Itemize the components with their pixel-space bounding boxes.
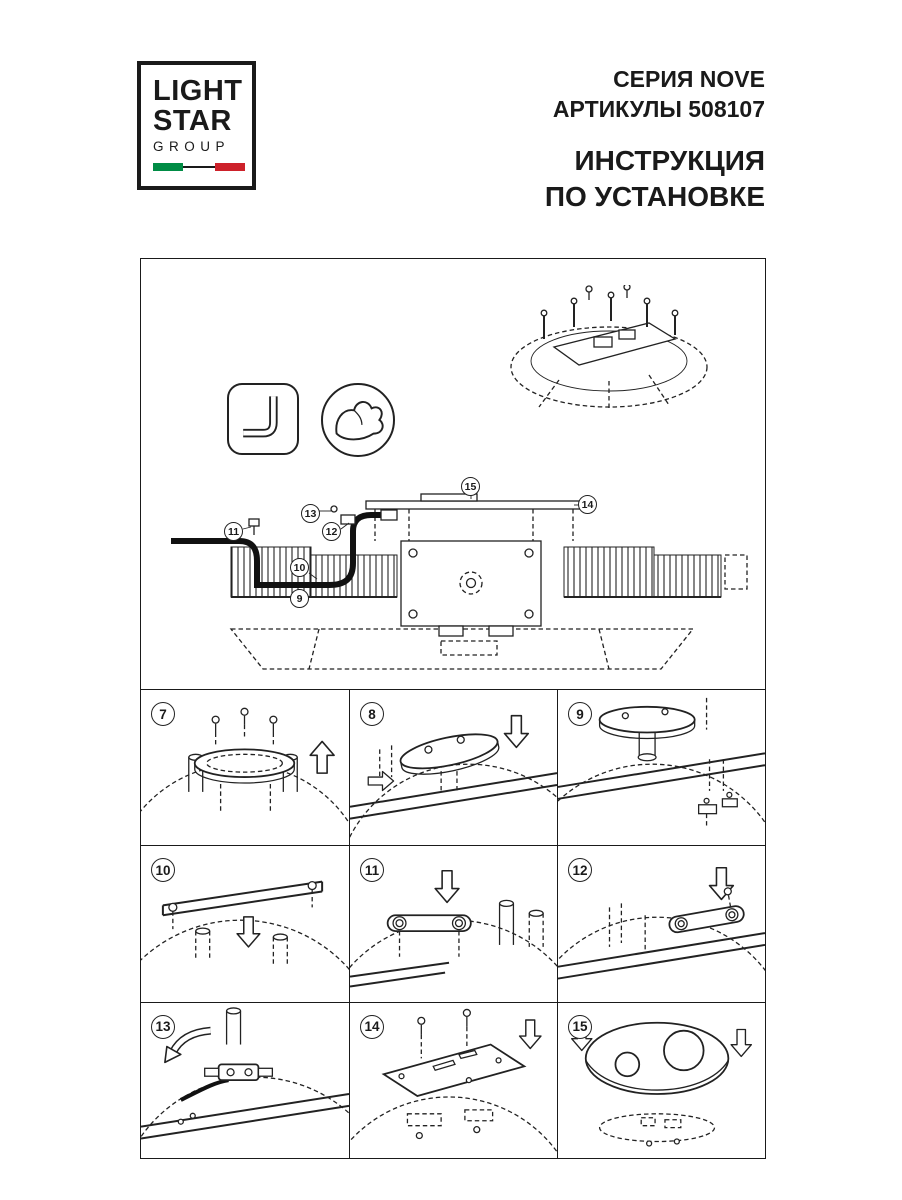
lightstar-logo: LIGHT STAR GROUP	[137, 61, 256, 190]
step-illustration-9	[558, 697, 765, 829]
logo-line-light: LIGHT	[153, 75, 243, 107]
title-line-2: ПО УСТАНОВКЕ	[544, 180, 765, 212]
step-illustration-14	[350, 1008, 557, 1153]
step-number-badge: 10	[151, 858, 175, 883]
title-line-1: ИНСТРУКЦИЯ	[574, 144, 766, 176]
callout-10: 10	[290, 558, 309, 577]
flag-middle-line	[183, 166, 215, 169]
document-header: СЕРИЯ NOVE АРТИКУЛЫ 508107 ИНСТРУКЦИЯ ПО…	[545, 64, 765, 214]
step-number-badge: 8	[360, 702, 384, 726]
step-panel-11: 11	[349, 845, 557, 1002]
step-panel-9: 9	[557, 689, 765, 846]
step-panel-8: 8	[349, 689, 557, 846]
callout-13: 13	[301, 504, 320, 523]
callout-9: 9	[290, 589, 309, 608]
series-label: СЕРИЯ NOVE	[613, 66, 765, 92]
step-panel-15: 15	[557, 1001, 765, 1158]
callout-14: 14	[578, 495, 597, 514]
callout-12: 12	[322, 522, 341, 541]
callout-11: 11	[224, 522, 243, 541]
exploded-view-art	[510, 283, 708, 411]
logo-line-group: GROUP	[153, 139, 231, 155]
flag-red-bar	[215, 163, 245, 172]
article-label: АРТИКУЛЫ 508107	[552, 96, 765, 123]
callout-15: 15	[461, 477, 480, 496]
step-number-badge: 13	[151, 1014, 175, 1039]
step-number-badge: 7	[151, 702, 175, 726]
step-panel-7: 7	[141, 689, 349, 845]
step-illustration-11	[350, 870, 557, 988]
logo-line-star: STAR	[153, 104, 232, 137]
step-number-badge: 12	[568, 858, 592, 883]
strength-icon	[335, 401, 384, 441]
step-illustration-15	[570, 1021, 753, 1147]
step-illustration-7	[141, 707, 349, 824]
italian-flag-icon	[153, 163, 245, 172]
exploded-view-drawing	[499, 283, 724, 430]
steps-grid: 7 8	[141, 689, 765, 1158]
assembly-overview-drawing: 15 14 13 12 11 10 9	[169, 477, 755, 673]
step-panel-12: 12	[557, 845, 765, 1002]
step-panel-14: 14	[349, 1001, 557, 1158]
step-number-badge: 14	[360, 1014, 384, 1039]
instruction-frame: 15 14 13 12 11 10 9 7	[140, 258, 766, 1159]
flag-green-bar	[153, 163, 183, 172]
step-number-badge: 9	[568, 702, 592, 726]
step-number-badge: 15	[568, 1014, 592, 1039]
step-panel-13: 13	[141, 1001, 349, 1158]
step-illustration-8	[350, 714, 557, 838]
strength-tool-badge	[321, 383, 395, 457]
step-illustration-13	[141, 1006, 349, 1140]
hex-key-tool-badge	[227, 383, 299, 455]
step-illustration-10	[141, 880, 349, 971]
step-number-badge: 11	[360, 858, 384, 883]
step-illustration-12	[558, 867, 765, 980]
step-panel-10: 10	[141, 845, 349, 1001]
assembly-overview-art	[171, 491, 748, 670]
hex-key-icon	[243, 396, 278, 438]
